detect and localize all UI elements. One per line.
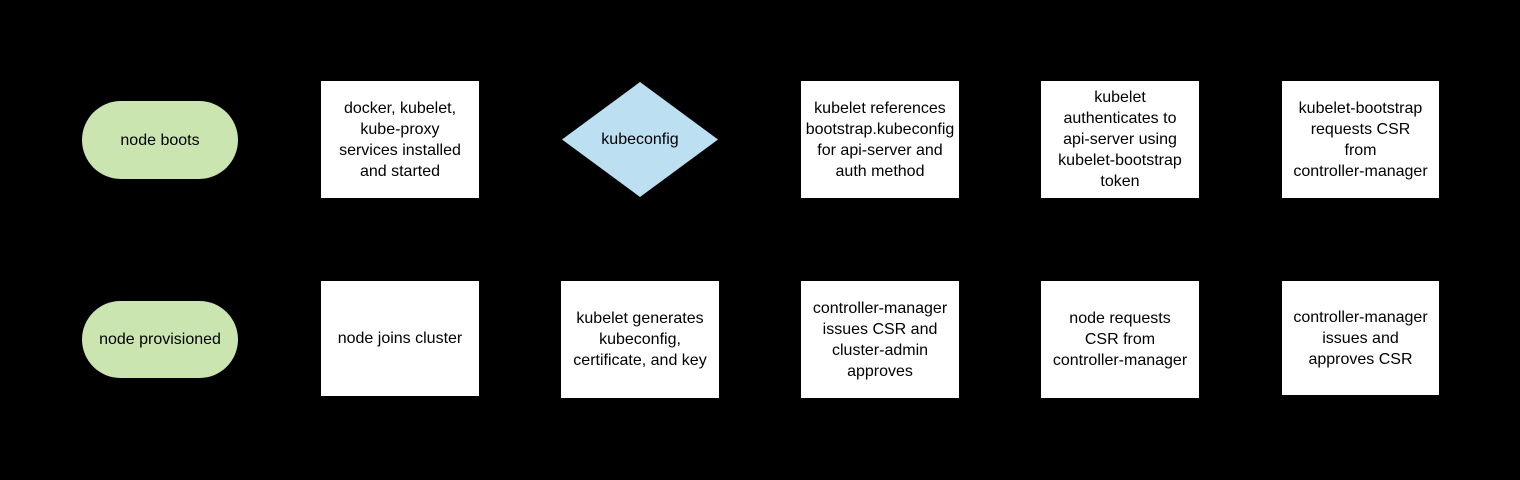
kubelet-authenticates-process-label: kubelet authenticates to api-server usin… (1058, 89, 1182, 190)
node-boots-terminator-label: node boots (120, 131, 200, 149)
kubelet-generates-process-label: kubelet generates kubeconfig, certificat… (573, 310, 707, 369)
kubelet-references-process-label: kubelet references bootstrap.kubeconfig … (805, 99, 955, 180)
node-joins-cluster-process-label: node joins cluster (337, 330, 463, 347)
kubelet-authenticates-process: kubelet authenticates to api-server usin… (1041, 81, 1199, 198)
node-provisioned-terminator: node provisioned (82, 301, 238, 378)
node-provisioned-terminator-label: node provisioned (99, 331, 221, 348)
cluster-admin-approves-process: controller-manager issues CSR and cluste… (801, 281, 959, 398)
services-installed-process: docker, kubelet, kube-proxy services ins… (321, 81, 479, 198)
kubelet-references-process: kubelet references bootstrap.kubeconfig … (801, 81, 959, 198)
cluster-admin-approves-process-label: controller-manager issues CSR and cluste… (812, 299, 948, 380)
node-requests-csr-process: node requests CSR from controller-manage… (1041, 281, 1199, 398)
kubeconfig-decision-label: kubeconfig (601, 131, 679, 148)
bootstrap-requests-csr-process-label: kubelet-bootstrap requests CSR from cont… (1293, 99, 1428, 180)
node-boots-terminator: node boots (82, 101, 238, 179)
services-installed-process-label: docker, kubelet, kube-proxy services ins… (339, 99, 461, 180)
cm-issues-approves-csr-process: controller-manager issues and approves C… (1282, 281, 1439, 395)
bootstrap-requests-csr-process: kubelet-bootstrap requests CSR from cont… (1282, 81, 1439, 198)
kubeconfig-decision: kubeconfig (562, 82, 718, 197)
kubelet-generates-process: kubelet generates kubeconfig, certificat… (561, 281, 719, 398)
node-joins-cluster-process: node joins cluster (321, 281, 479, 396)
cm-issues-approves-csr-process-label: controller-manager issues and approves C… (1293, 308, 1428, 368)
node-requests-csr-process-label: node requests CSR from controller-manage… (1052, 310, 1188, 369)
